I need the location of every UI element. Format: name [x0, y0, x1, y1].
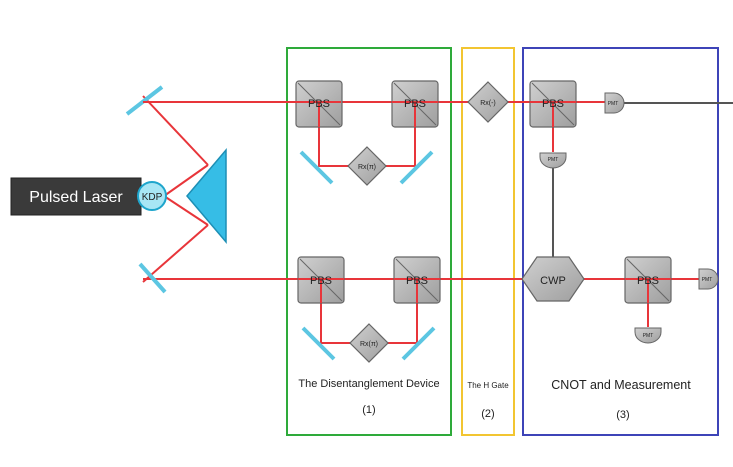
mirror-d4: [401, 326, 436, 361]
h-gate-section-box: [461, 47, 515, 436]
cnot-section-box: [522, 47, 719, 436]
disentanglement-title: The Disentanglement Device: [298, 378, 439, 390]
cwp-hexagon: CWP: [521, 256, 585, 302]
mirror-d3: [301, 326, 336, 361]
pmt-detector-top-right: PMT: [604, 92, 625, 114]
cnot-number: (3): [616, 409, 629, 421]
pbs-label: PBS: [637, 275, 659, 287]
mirror-bottom-left: [138, 262, 167, 294]
rx-pi-gate-top: Rx(π): [347, 146, 387, 186]
pmt-label: PMT: [548, 157, 559, 163]
pmt-label: PMT: [608, 101, 619, 107]
pbs-cube-3: PBS: [297, 256, 345, 304]
cwp-label: CWP: [540, 275, 566, 287]
pbs-label: PBS: [542, 98, 564, 110]
pbs-cube-4: PBS: [393, 256, 441, 304]
pulsed-laser-box: [10, 177, 142, 216]
pbs-label: PBS: [404, 98, 426, 110]
pbs-label: PBS: [406, 275, 428, 287]
rx-h-gate: Rx(-): [467, 81, 509, 123]
pmt-label: PMT: [643, 333, 654, 339]
prism: [186, 147, 227, 245]
pmt-label: PMT: [702, 277, 713, 283]
rx-neg-label: Rx(-): [480, 100, 496, 107]
pbs-label: PBS: [310, 275, 332, 287]
pmt-detector-under-pbs: PMT: [539, 152, 567, 169]
mirror-d1: [299, 150, 334, 185]
rx-pi-gate-bottom: Rx(π): [349, 323, 389, 363]
pbs-cube-5: PBS: [529, 80, 577, 128]
kdp-crystal: [137, 181, 167, 211]
pbs-cube-1: PBS: [143, 80, 343, 128]
disentanglement-section-box: [286, 47, 452, 436]
cnot-title: CNOT and Measurement: [551, 378, 691, 392]
pulsed-laser-label: Pulsed Laser: [29, 189, 123, 206]
pbs-cube-2: PBS: [391, 80, 439, 128]
pbs-cube-6: PBS: [624, 256, 672, 304]
h-gate-title: The H Gate: [467, 381, 509, 390]
pmt-detector-right-edge: PMT: [698, 268, 719, 290]
rx-pi-label: Rx(π): [358, 164, 376, 171]
pmt-detector-bottom: PMT: [634, 327, 662, 344]
mirror-d2: [399, 150, 434, 185]
mirror-top-left: [125, 85, 164, 116]
h-gate-number: (2): [481, 408, 494, 420]
disentanglement-number: (1): [362, 404, 375, 416]
kdp-label: KDP: [142, 192, 163, 203]
pbs-label: PBS: [308, 98, 330, 110]
rx-pi-label: Rx(π): [360, 341, 378, 348]
